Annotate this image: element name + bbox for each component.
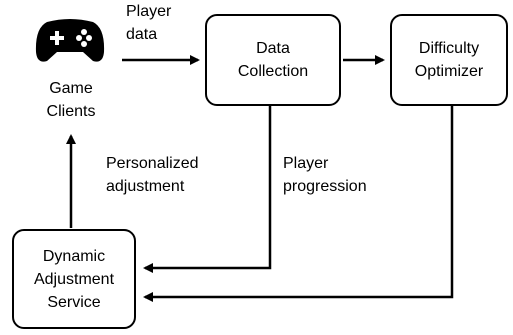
difficulty-optimizer-line2: Optimizer [414, 63, 484, 80]
dynamic-adjustment-line1: Dynamic [42, 247, 106, 265]
difficulty-optimizer-box: Difficulty Optimizer [390, 14, 508, 106]
player-progression-line2: progression [283, 178, 367, 195]
data-collection-line1: Data [256, 40, 290, 57]
player-data-line1: Player [126, 3, 172, 20]
player-progression-line1: Player [283, 155, 329, 172]
dynamic-adjustment-line3: Service [47, 293, 101, 311]
dynamic-adjustment-line2: Adjustment [33, 270, 115, 288]
game-clients-node: Game Clients [18, 16, 124, 128]
data-collection-box: Data Collection [205, 14, 341, 106]
dynamic-adjustment-service-box: Dynamic Adjustment Service [12, 229, 136, 329]
edge-label-player-data: Player data [126, 0, 171, 46]
arrow-player-progression [143, 105, 272, 273]
player-data-line2: data [126, 26, 158, 43]
personalized-adjustment-line1: Personalized [106, 155, 199, 172]
gamepad-icon [35, 19, 105, 62]
personalized-adjustment-line2: adjustment [106, 178, 185, 195]
difficulty-optimizer-line1: Difficulty [418, 40, 480, 57]
game-clients-label-line2: Clients [46, 103, 96, 120]
game-clients-label-line1: Game [49, 80, 93, 97]
arrow-optimizer-to-service [143, 105, 454, 302]
edge-label-personalized-adjustment: Personalized adjustment [106, 152, 199, 198]
edge-label-player-progression: Player progression [283, 152, 367, 198]
data-collection-line2: Collection [237, 63, 309, 80]
